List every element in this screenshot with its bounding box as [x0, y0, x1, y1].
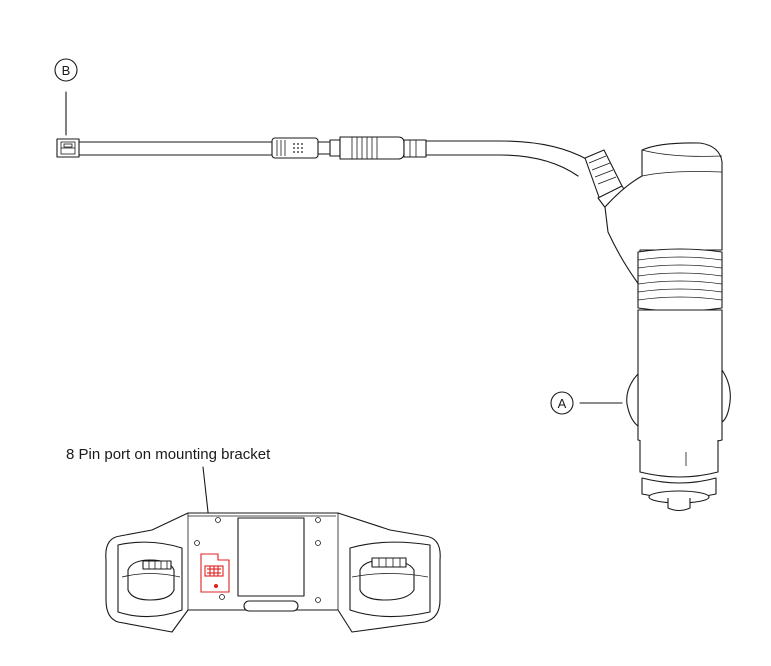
bracket-port-label: 8 Pin port on mounting bracket [66, 446, 271, 463]
left-clamp [117, 541, 183, 618]
cable-with-plug-b [56, 136, 589, 177]
bracket-center-window [237, 517, 305, 597]
callout-a: A [550, 391, 623, 415]
mounting-bracket [105, 512, 441, 633]
grip-rings [637, 248, 723, 312]
barrel-plug [339, 136, 427, 160]
eight-pin-port [200, 553, 230, 593]
cigarette-lighter-adapter [584, 142, 731, 512]
right-clamp [349, 541, 431, 618]
cable-connector-b [56, 138, 80, 158]
callout-b-letter: B [62, 63, 71, 78]
callout-a-letter: A [558, 396, 567, 411]
bracket-slot [243, 600, 299, 612]
inline-ferrite [271, 137, 319, 159]
callout-b: B [54, 58, 78, 136]
bracket-screws [194, 517, 321, 603]
